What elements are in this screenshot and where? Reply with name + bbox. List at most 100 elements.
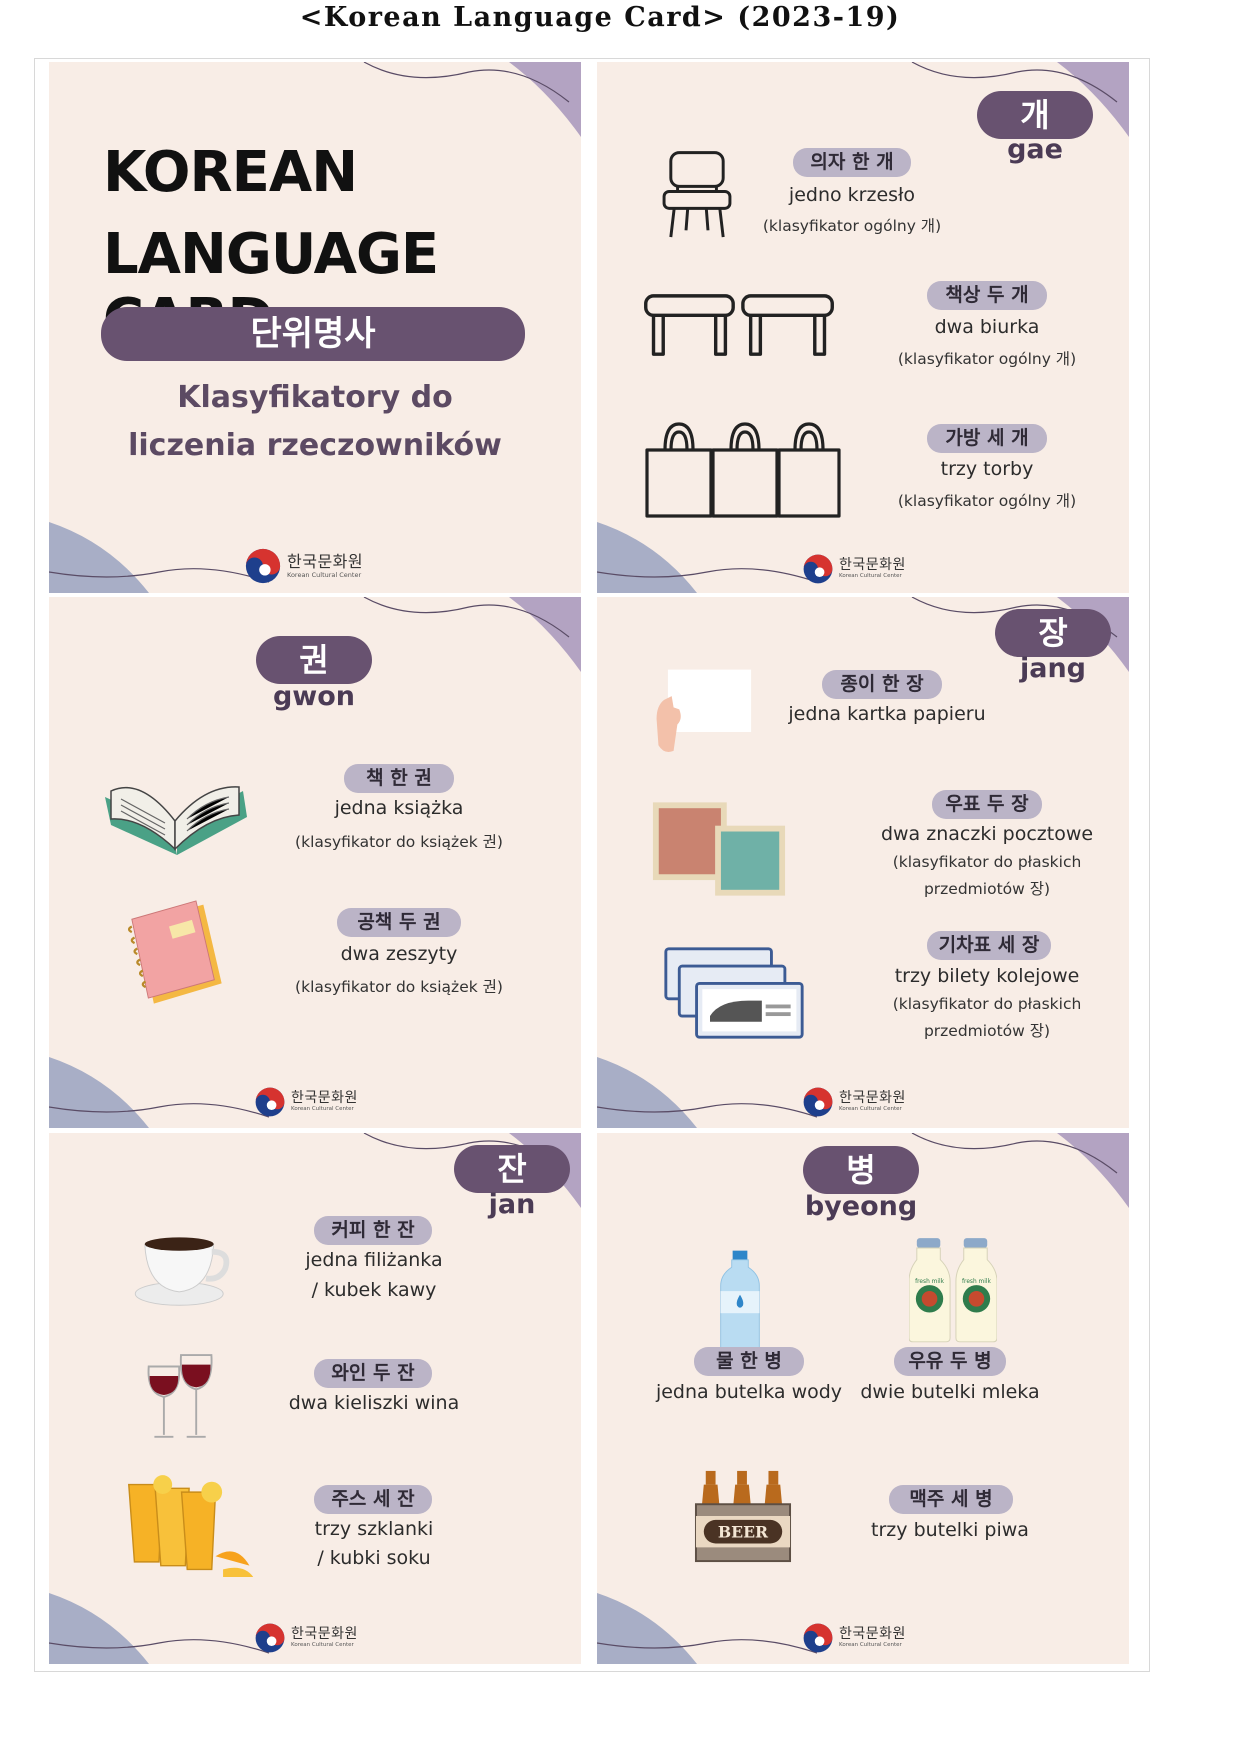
gae-card: 개 gae 의자 한 개 jedno krzesło (klasyfikator… — [597, 62, 1129, 593]
chair-icon — [662, 151, 732, 238]
kcc-logo: 한국문화원 Korean Cultural Center — [254, 1622, 358, 1654]
item-tag: 책상 두 개 — [927, 281, 1047, 310]
milk-label: fresh milk — [962, 1279, 992, 1285]
romanization-byeong: byeong — [804, 1191, 918, 1222]
cover-card: KOREAN LANGUAGE CARD 단위명사 Klasyfikatory … — [49, 62, 581, 593]
kcc-logo: 한국문화원 Korean Cultural Center — [254, 1086, 358, 1118]
document-title: <Korean Language Card> (2023-19) — [299, 2, 901, 33]
item-text: trzy butelki piwa — [871, 1519, 1029, 1541]
taegeuk-emblem-icon — [803, 554, 833, 584]
item-text: / kubki soku — [317, 1547, 431, 1569]
notebooks-icon — [127, 900, 222, 1004]
item-text: dwa zeszyty — [340, 943, 458, 965]
item-text: trzy torby — [940, 458, 1034, 480]
cover-subtitle-line1: Klasyfikatory do — [177, 380, 453, 415]
item-tag: 가방 세 개 — [927, 424, 1047, 453]
cover-topic-pill: 단위명사 — [101, 307, 525, 361]
card-decoration — [597, 1133, 1129, 1664]
romanization-jang: jang — [1019, 653, 1087, 684]
item-text: jedna kartka papieru — [788, 703, 986, 725]
paper-sheet-icon — [656, 669, 752, 753]
item-tag: 와인 두 잔 — [314, 1359, 432, 1388]
taegeuk-emblem-icon — [245, 548, 281, 584]
item-text: dwie butelki mleka — [860, 1381, 1040, 1403]
desks-icon — [644, 294, 834, 356]
milk-bottles-icon: fresh milk fresh milk — [909, 1238, 997, 1343]
card-decoration — [49, 62, 581, 593]
kcc-logo: 한국문화원 Korean Cultural Center — [802, 553, 906, 585]
card-decoration — [597, 597, 1129, 1128]
card-decoration — [597, 62, 1129, 593]
romanization-jan: jan — [488, 1189, 536, 1220]
classifier-pill-gwon: 권 — [256, 636, 372, 684]
item-tag: 기차표 세 장 — [927, 931, 1051, 960]
item-tag: 책 한 권 — [344, 764, 454, 793]
logo-korean: 한국문화원 — [839, 1626, 906, 1643]
item-text: dwa biurka — [934, 316, 1040, 338]
item-note: (klasyfikator ogólny 개) — [897, 492, 1077, 510]
train-tickets-icon — [664, 947, 804, 1039]
classifier-pill-byeong: 병 — [803, 1146, 919, 1194]
item-note: przedmiotów 장) — [923, 880, 1051, 898]
coffee-cup-icon — [134, 1237, 230, 1306]
wine-glasses-icon — [147, 1354, 213, 1438]
item-text: jedna butelka wody — [655, 1381, 843, 1403]
item-note: (klasyfikator do płaskich — [892, 995, 1082, 1013]
taegeuk-emblem-icon — [255, 1087, 285, 1117]
item-tag: 공책 두 권 — [337, 908, 461, 937]
jan-card: 잔 jan 커피 한 잔 jedna filiżanka / kubek kaw… — [49, 1133, 581, 1664]
classifier-pill-jan: 잔 — [454, 1145, 570, 1193]
logo-english: Korean Cultural Center — [839, 1106, 902, 1113]
item-text: dwa kieliszki wina — [288, 1392, 460, 1414]
item-note: przedmiotów 장) — [923, 1022, 1051, 1040]
item-tag: 종이 한 장 — [822, 670, 942, 699]
card-grid: KOREAN LANGUAGE CARD 단위명사 Klasyfikatory … — [34, 58, 1150, 1672]
beer-label: BEER — [718, 1523, 769, 1542]
kcc-logo: 한국문화원 Korean Cultural Center — [802, 1086, 906, 1118]
item-text: trzy bilety kolejowe — [894, 965, 1080, 987]
item-note: (klasyfikator ogólny 개) — [762, 217, 942, 235]
item-text: dwa znaczki pocztowe — [880, 823, 1094, 845]
logo-korean: 한국문화원 — [291, 1626, 358, 1643]
taegeuk-emblem-icon — [255, 1623, 285, 1653]
gwon-card: 권 gwon 책 한 권 jedna książka (klasyfikator… — [49, 597, 581, 1128]
item-tag: 우표 두 장 — [932, 790, 1042, 819]
logo-english: Korean Cultural Center — [291, 1106, 354, 1113]
romanization-gae: gae — [1007, 134, 1063, 165]
logo-korean: 한국문화원 — [287, 551, 364, 571]
cover-subtitle-line2: liczenia rzeczowników — [128, 428, 502, 463]
item-tag: 물 한 병 — [694, 1347, 804, 1376]
kcc-logo: 한국문화원 Korean Cultural Center — [244, 547, 363, 585]
item-text: jedna książka — [334, 797, 464, 819]
item-note: (klasyfikator ogólny 개) — [897, 350, 1077, 368]
logo-korean: 한국문화원 — [839, 557, 906, 574]
item-tag: 커피 한 잔 — [314, 1216, 432, 1245]
beer-crate-icon: BEER — [694, 1470, 792, 1563]
logo-english: Korean Cultural Center — [287, 570, 362, 579]
logo-korean: 한국문화원 — [291, 1090, 358, 1107]
item-text: / kubek kawy — [311, 1279, 437, 1301]
card-decoration — [49, 597, 581, 1128]
item-note: (klasyfikator do płaskich — [892, 853, 1082, 871]
item-note: (klasyfikator do książek 권) — [295, 833, 503, 851]
item-text: trzy szklanki — [314, 1518, 434, 1540]
logo-korean: 한국문화원 — [839, 1090, 906, 1107]
item-tag: 의자 한 개 — [793, 148, 911, 177]
item-note: (klasyfikator do książek 권) — [295, 978, 503, 996]
logo-english: Korean Cultural Center — [839, 573, 902, 580]
item-tag: 우유 두 병 — [894, 1347, 1006, 1376]
taegeuk-emblem-icon — [803, 1623, 833, 1653]
cover-title-line1: KOREAN — [103, 140, 358, 205]
water-bottle-icon — [720, 1250, 760, 1358]
open-book-icon — [105, 786, 247, 855]
bags-icon — [645, 422, 841, 518]
item-text: jedna filiżanka — [305, 1249, 443, 1271]
classifier-pill-jang: 장 — [995, 609, 1111, 657]
classifier-pill-gae: 개 — [977, 91, 1093, 139]
romanization-gwon: gwon — [272, 681, 356, 712]
item-tag: 주스 세 잔 — [314, 1485, 432, 1514]
logo-english: Korean Cultural Center — [291, 1642, 354, 1649]
jang-card: 장 jang 종이 한 장 jedna kartka papieru 우표 두 … — [597, 597, 1129, 1128]
kcc-logo: 한국문화원 Korean Cultural Center — [802, 1622, 906, 1654]
taegeuk-emblem-icon — [803, 1087, 833, 1117]
